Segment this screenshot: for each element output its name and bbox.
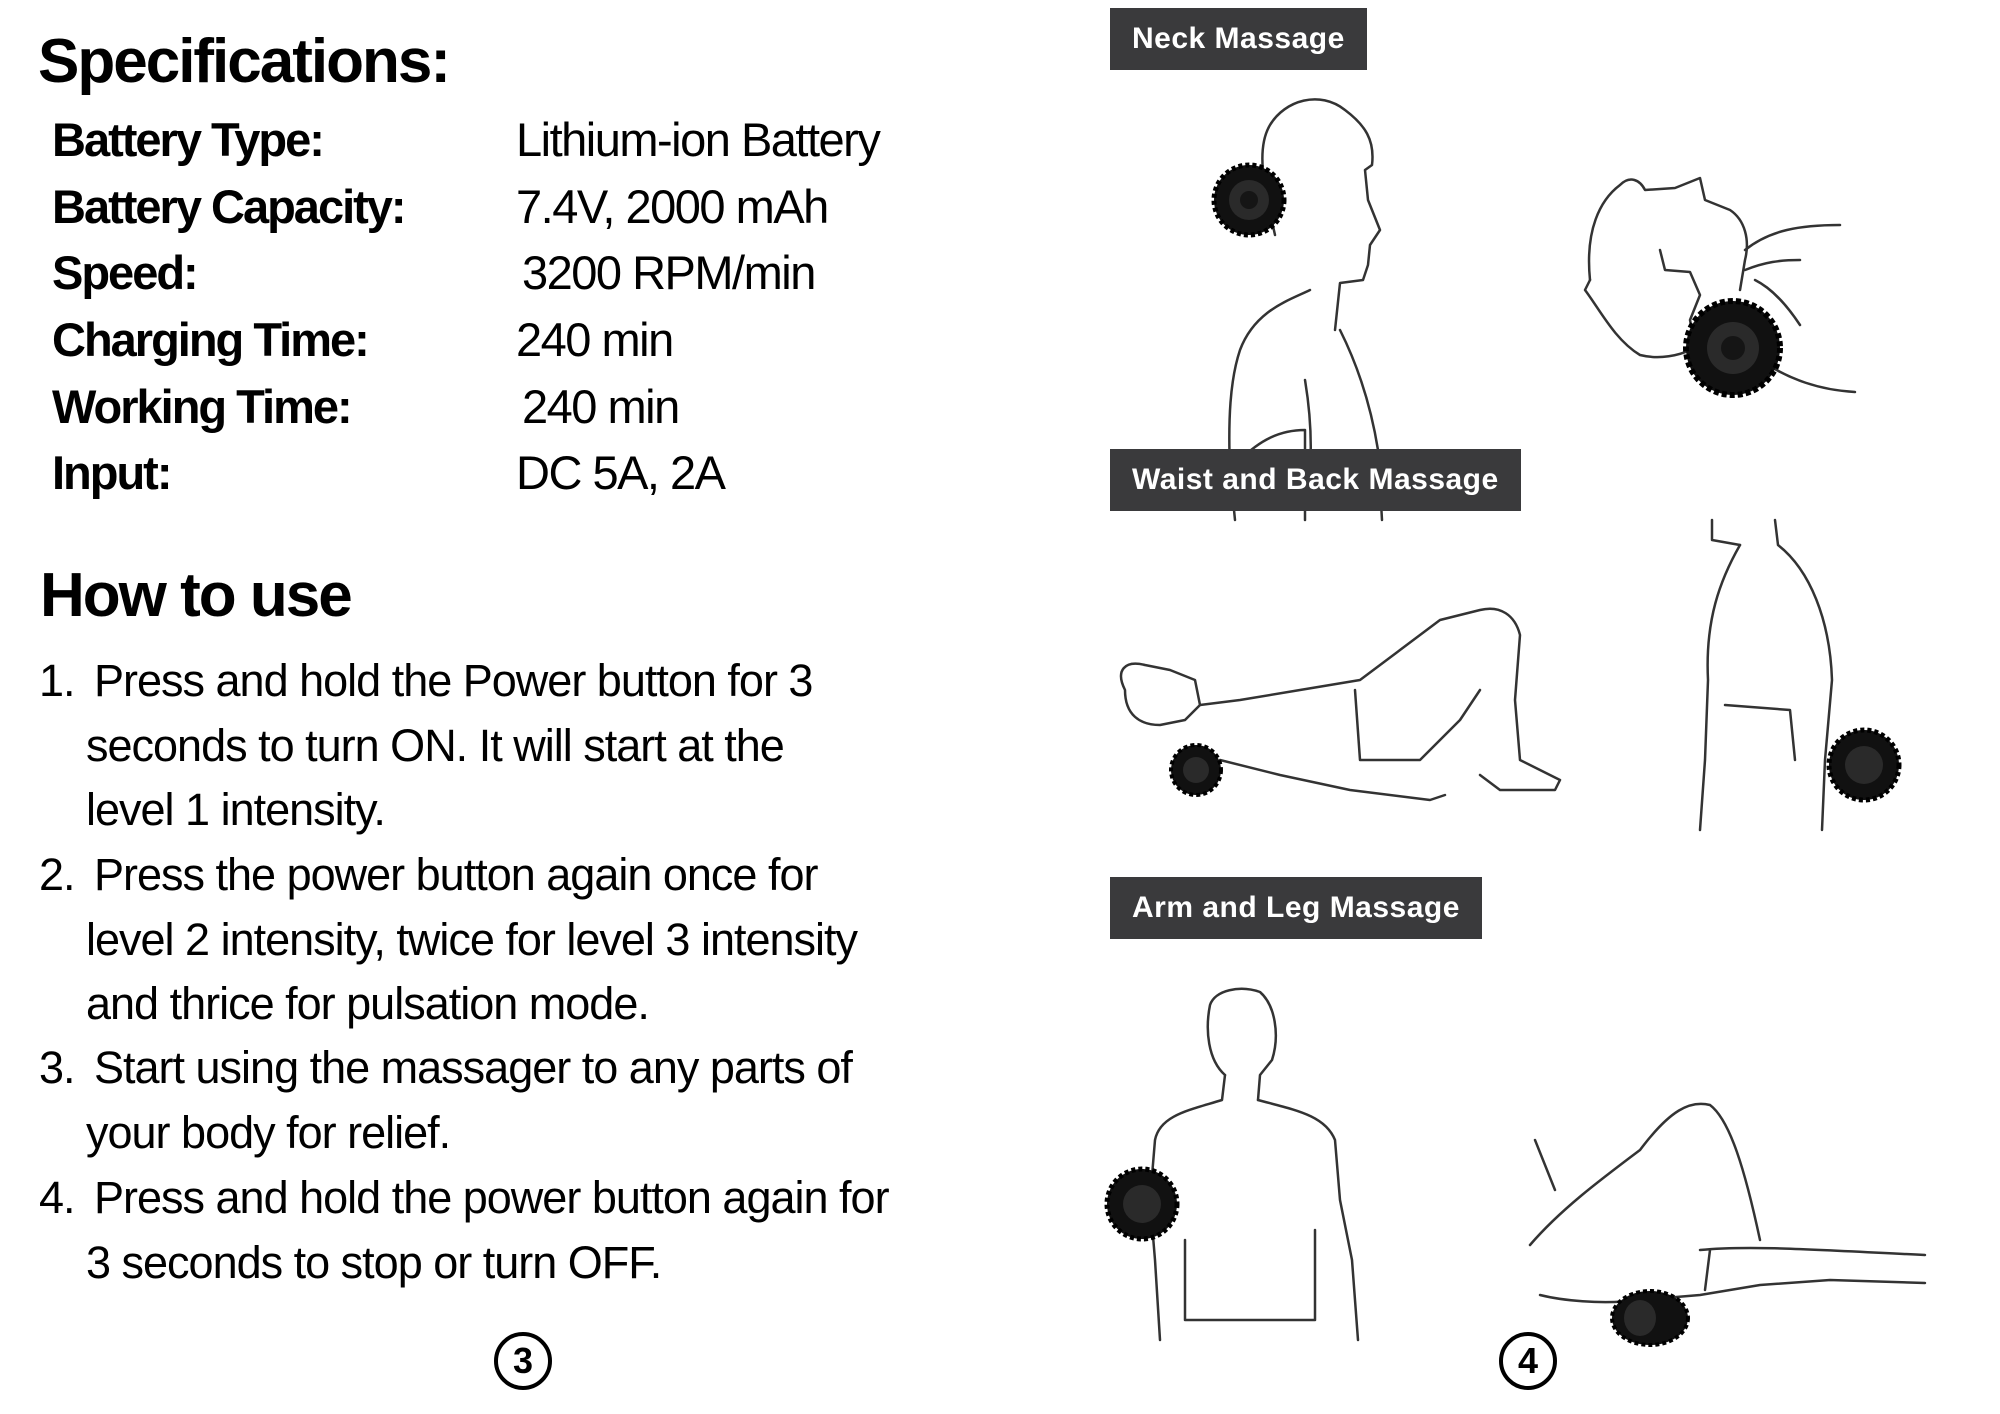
step-text: Press the power button again once for [94, 849, 818, 900]
section-label-arm-leg-massage: Arm and Leg Massage [1110, 877, 1482, 939]
spec-row-battery-type: Battery Type: Lithium-ion Battery [52, 112, 1052, 172]
step-text: level 2 intensity, twice for level 3 int… [86, 913, 858, 965]
spec-value: Lithium-ion Battery [516, 113, 881, 166]
massager-ball-icon [1169, 743, 1223, 797]
specifications-title: Specifications: [38, 27, 451, 96]
spec-label: Speed: [52, 246, 199, 299]
massager-ball-icon [1826, 727, 1902, 803]
spec-label: Battery Type: [52, 113, 325, 166]
spec-label: Charging Time: [52, 313, 370, 366]
spec-row-battery-capacity: Battery Capacity: 7.4V, 2000 mAh [52, 179, 1052, 239]
massager-ball-icon [1683, 298, 1783, 398]
spec-label: Working Time: [52, 380, 353, 433]
step-1: 1.Press and hold the Power button for 3 … [39, 649, 813, 843]
step-2: 2.Press the power button again once for … [39, 843, 858, 1037]
step-text: Press and hold the power button again fo… [94, 1172, 890, 1223]
spec-row-input: Input: DC 5A, 2A [52, 445, 1052, 505]
step-text: level 1 intensity. [86, 784, 386, 835]
spec-label: Battery Capacity: [52, 180, 407, 233]
how-to-use-title: How to use [40, 561, 353, 630]
step-text: and thrice for pulsation mode. [86, 978, 650, 1029]
step-text: your body for relief. [86, 1106, 451, 1158]
spec-value: 240 min [522, 380, 680, 433]
section-label-neck-massage: Neck Massage [1110, 8, 1367, 70]
page-number-4: 4 [1499, 1332, 1557, 1390]
spec-value: 3200 RPM/min [522, 246, 816, 299]
step-number: 4. [39, 1172, 76, 1223]
page-number-3: 3 [494, 1332, 552, 1390]
arm-figure-standing [1148, 987, 1360, 1342]
spec-value: 240 min [516, 313, 674, 366]
spec-row-charging-time: Charging Time: 240 min [52, 312, 1052, 372]
section-label-waist-back-massage: Waist and Back Massage [1110, 449, 1521, 511]
spec-row-working-time: Working Time: 240 min [52, 379, 1052, 439]
massager-balls [1104, 162, 1902, 1347]
waist-figure-standing [1698, 518, 1834, 832]
step-number: 1. [39, 655, 76, 706]
neck-figure-lying [1583, 176, 1857, 394]
spec-label: Input: [52, 446, 172, 499]
step-number: 3. [39, 1042, 76, 1093]
spec-value: 7.4V, 2000 mAh [516, 180, 829, 233]
leg-figure-lying [1528, 1102, 1927, 1304]
spec-row-speed: Speed: 3200 RPM/min [52, 245, 1052, 305]
step-number: 2. [39, 849, 76, 900]
waist-figure-lying [1119, 607, 1562, 802]
step-text: Press and hold the Power button for 3 [94, 655, 813, 706]
massager-ball-icon [1104, 1166, 1180, 1242]
massager-ball-icon [1211, 162, 1287, 238]
spec-value: DC 5A, 2A [516, 446, 726, 499]
step-text: 3 seconds to stop or turn OFF. [86, 1236, 662, 1288]
massager-ball-icon [1610, 1289, 1690, 1347]
step-text: seconds to turn ON. It will start at the [86, 719, 785, 771]
step-4: 4. Press and hold the power button again … [39, 1166, 890, 1295]
step-3: 3. Start using the massager to any parts … [39, 1036, 853, 1165]
step-text: Start using the massager to any parts of [94, 1042, 853, 1093]
neck-figure-standing [1228, 98, 1384, 522]
